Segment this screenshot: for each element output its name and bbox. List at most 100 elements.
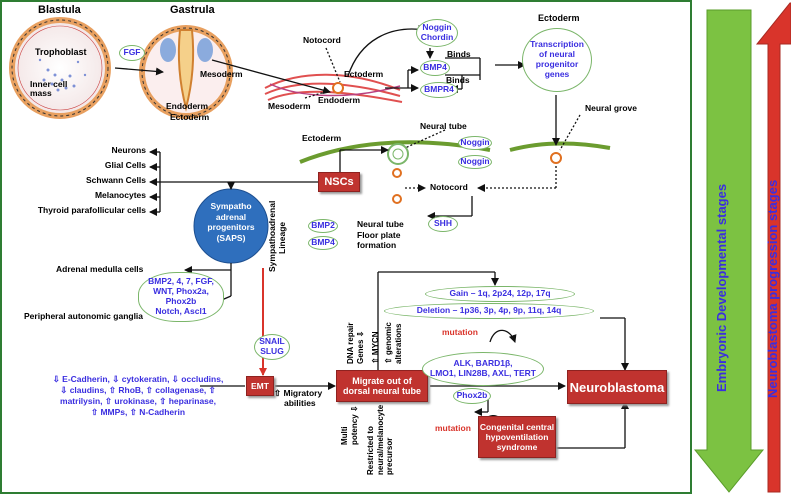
label-neural-grove: Neural grove [585,103,637,113]
saps-text: Sympatho adrenal progenitors (SAPS) [198,201,264,244]
bmpr4-oval: BMPR4 [420,82,458,98]
genomic-line-2: alterations [393,323,403,364]
sympathoadrenal-line-1: Sympathoadrenal [267,200,277,272]
neuroblastoma-box: Neuroblastoma [567,370,667,404]
restricted-line-1: Restricted to [366,426,375,475]
snail-slug-oval: SNAIL SLUG [254,334,290,360]
adrenal-medulla-label: Adrenal medulla cells [56,264,144,274]
transcription-line-4: genes [544,68,570,79]
saps-line-1: Sympatho [210,201,252,211]
chordin-text: Chordin [420,32,454,42]
dna-repair-line-2: Genes ⇩ [355,330,365,364]
emt-markers-line-4: ⇧ MMPs, ⇧ N-Cadherin [90,407,186,418]
floor-plate-line-2: Floor plate [357,229,401,240]
shh-oval: SHH [428,216,458,232]
migrate-line-2: dorsal neural tube [342,386,422,396]
mutation-label-1: mutation [442,327,478,337]
cchs-line-1: Congenital central [479,421,555,432]
progression-stages-label: Neuroblastoma progression stages [765,179,780,398]
cchs-line-3: syndrome [496,442,538,453]
snail-text: SNAIL [259,336,285,347]
embryo-section [264,73,403,103]
blastula-illustration [9,17,111,119]
embryonic-arrow [693,9,765,493]
noggin-oval-1: Noggin [458,136,492,150]
sympathoadrenal-line-2: Lineage [277,221,288,254]
migrate-line-1: Migrate out of [352,375,412,386]
transcription-oval: Transcription of neural progenitor genes [522,28,592,92]
label-inner-cell-mass: Inner cell mass [30,79,68,99]
migratory-label: ⇧ Migratory abilities [274,388,323,409]
derivative-schwann: Schwann Cells [86,175,146,185]
emt-markers: ⇩ E-Cadherin, ⇩ cytokeratin, ⇩ occludins… [38,374,238,418]
label-endoderm-section: Endoderm [318,95,361,105]
mutation-label-2: mutation [435,423,471,433]
label-ectoderm-gastrula: Ectoderm [170,112,210,122]
nscs-box: NSCs [318,172,360,192]
derivative-glial: Glial Cells [104,160,146,170]
label-notocord-tube: Notocord [430,182,468,192]
diagram-frame [0,0,692,494]
dna-repair-line-1: DNA repair [346,322,355,365]
genomic-line-1: ⇧ genomic [384,322,393,364]
label-endoderm-gastrula: Endoderm [166,101,209,111]
label-ectoderm-tube: Ectoderm [302,133,342,143]
emt-box: EMT [246,376,274,396]
migratory-line-2: abilities [284,397,316,408]
gain-oval: Gain – 1q, 2p24, 12p, 17q [425,286,575,302]
saps-line-4: (SAPS) [216,232,246,243]
factors-line-1: BMP2, 4, 7, FGF, [148,276,214,287]
gastrula-illustration [139,25,233,119]
noggin-oval-2: Noggin [458,155,492,169]
cchs-line-2: hypoventilation [485,431,549,442]
label-ectoderm-right: Ectoderm [538,13,580,23]
cchs-box: Congenital central hypoventilation syndr… [478,416,556,458]
label-ectoderm-section: Ectoderm [344,69,384,79]
emt-markers-line-3: matrilysin, ⇧ urokinase, ⇧ heparinase, [60,396,216,407]
peripheral-ganglia-label: Peripheral autonomic ganglia [24,311,144,321]
label-trophoblast: Trophoblast [35,47,87,57]
adrenal-factors-oval: BMP2, 4, 7, FGF, WNT, Phox2a, Phox2b Not… [138,272,224,322]
noggin-chordin-oval: Noggin Chordin [416,19,458,47]
transcription-line-3: progenitor [535,59,579,69]
bmp2-oval: BMP2 [308,219,338,233]
migratory-line-1: ⇧ Migratory [274,388,323,398]
slug-text: SLUG [260,346,284,356]
genomic-label: ⇧ genomic alterations [384,322,403,364]
dna-repair-label: DNA repair Genes ⇩ [346,323,365,365]
label-gastrula: Gastrula [170,4,215,16]
label-blastula: Blastula [38,4,81,16]
label-mesoderm-gastrula: Mesoderm [200,69,243,79]
transcription-line-2: of neural [539,49,575,60]
migrate-box: Migrate out of dorsal neural tube [336,370,428,402]
label-binds-1: Binds [447,49,471,59]
factors-line-2: WNT, Phox2a, [153,286,209,297]
sympathoadrenal-label: Sympathoadrenal Lineage [267,201,287,272]
phox2b-oval: Phox2b [453,388,491,404]
multi-potency-label: Multi potency ⇩ [340,405,359,445]
factors-line-4: Notch, Ascl1 [155,305,207,316]
derivative-thyroid: Thyroid parafollicular cells [37,205,146,215]
derivative-neurons: Neurons [111,145,146,155]
genes-oval: ALK, BARD1β, LMO1, LIN28B, AXL, TERT [422,352,544,386]
genes-line-2: LMO1, LIN28B, AXL, TERT [430,368,536,378]
fgf-oval: FGF [119,45,145,61]
saps-line-3: progenitors [207,222,255,233]
embryonic-stages-label: Embryonic Developmental stages [714,183,729,392]
multi-potency-line-1: Multi [340,426,349,445]
genes-line-1: ALK, BARD1β, [453,358,513,369]
floor-plate-text: Neural tube Floor plate formation [357,219,404,251]
factors-line-3: Phox2b [165,296,197,306]
emt-markers-line-1: ⇩ E-Cadherin, ⇩ cytokeratin, ⇩ occludins… [52,374,224,384]
restricted-label: Restricted to neural/melanocyte precurso… [366,405,395,475]
derivative-melanocytes: Melanocytes [94,190,146,200]
deletion-oval: Deletion – 1p36, 3p, 4p, 9p, 11q, 14q [384,303,594,319]
saps-line-2: adrenal [215,211,247,222]
noggin-text: Noggin [422,22,452,33]
label-neural-tube: Neural tube [420,121,467,131]
progression-arrow [755,2,791,493]
label-notocord: Notocord [303,35,341,45]
mycn-label: ⇧ MYCN [371,331,380,364]
